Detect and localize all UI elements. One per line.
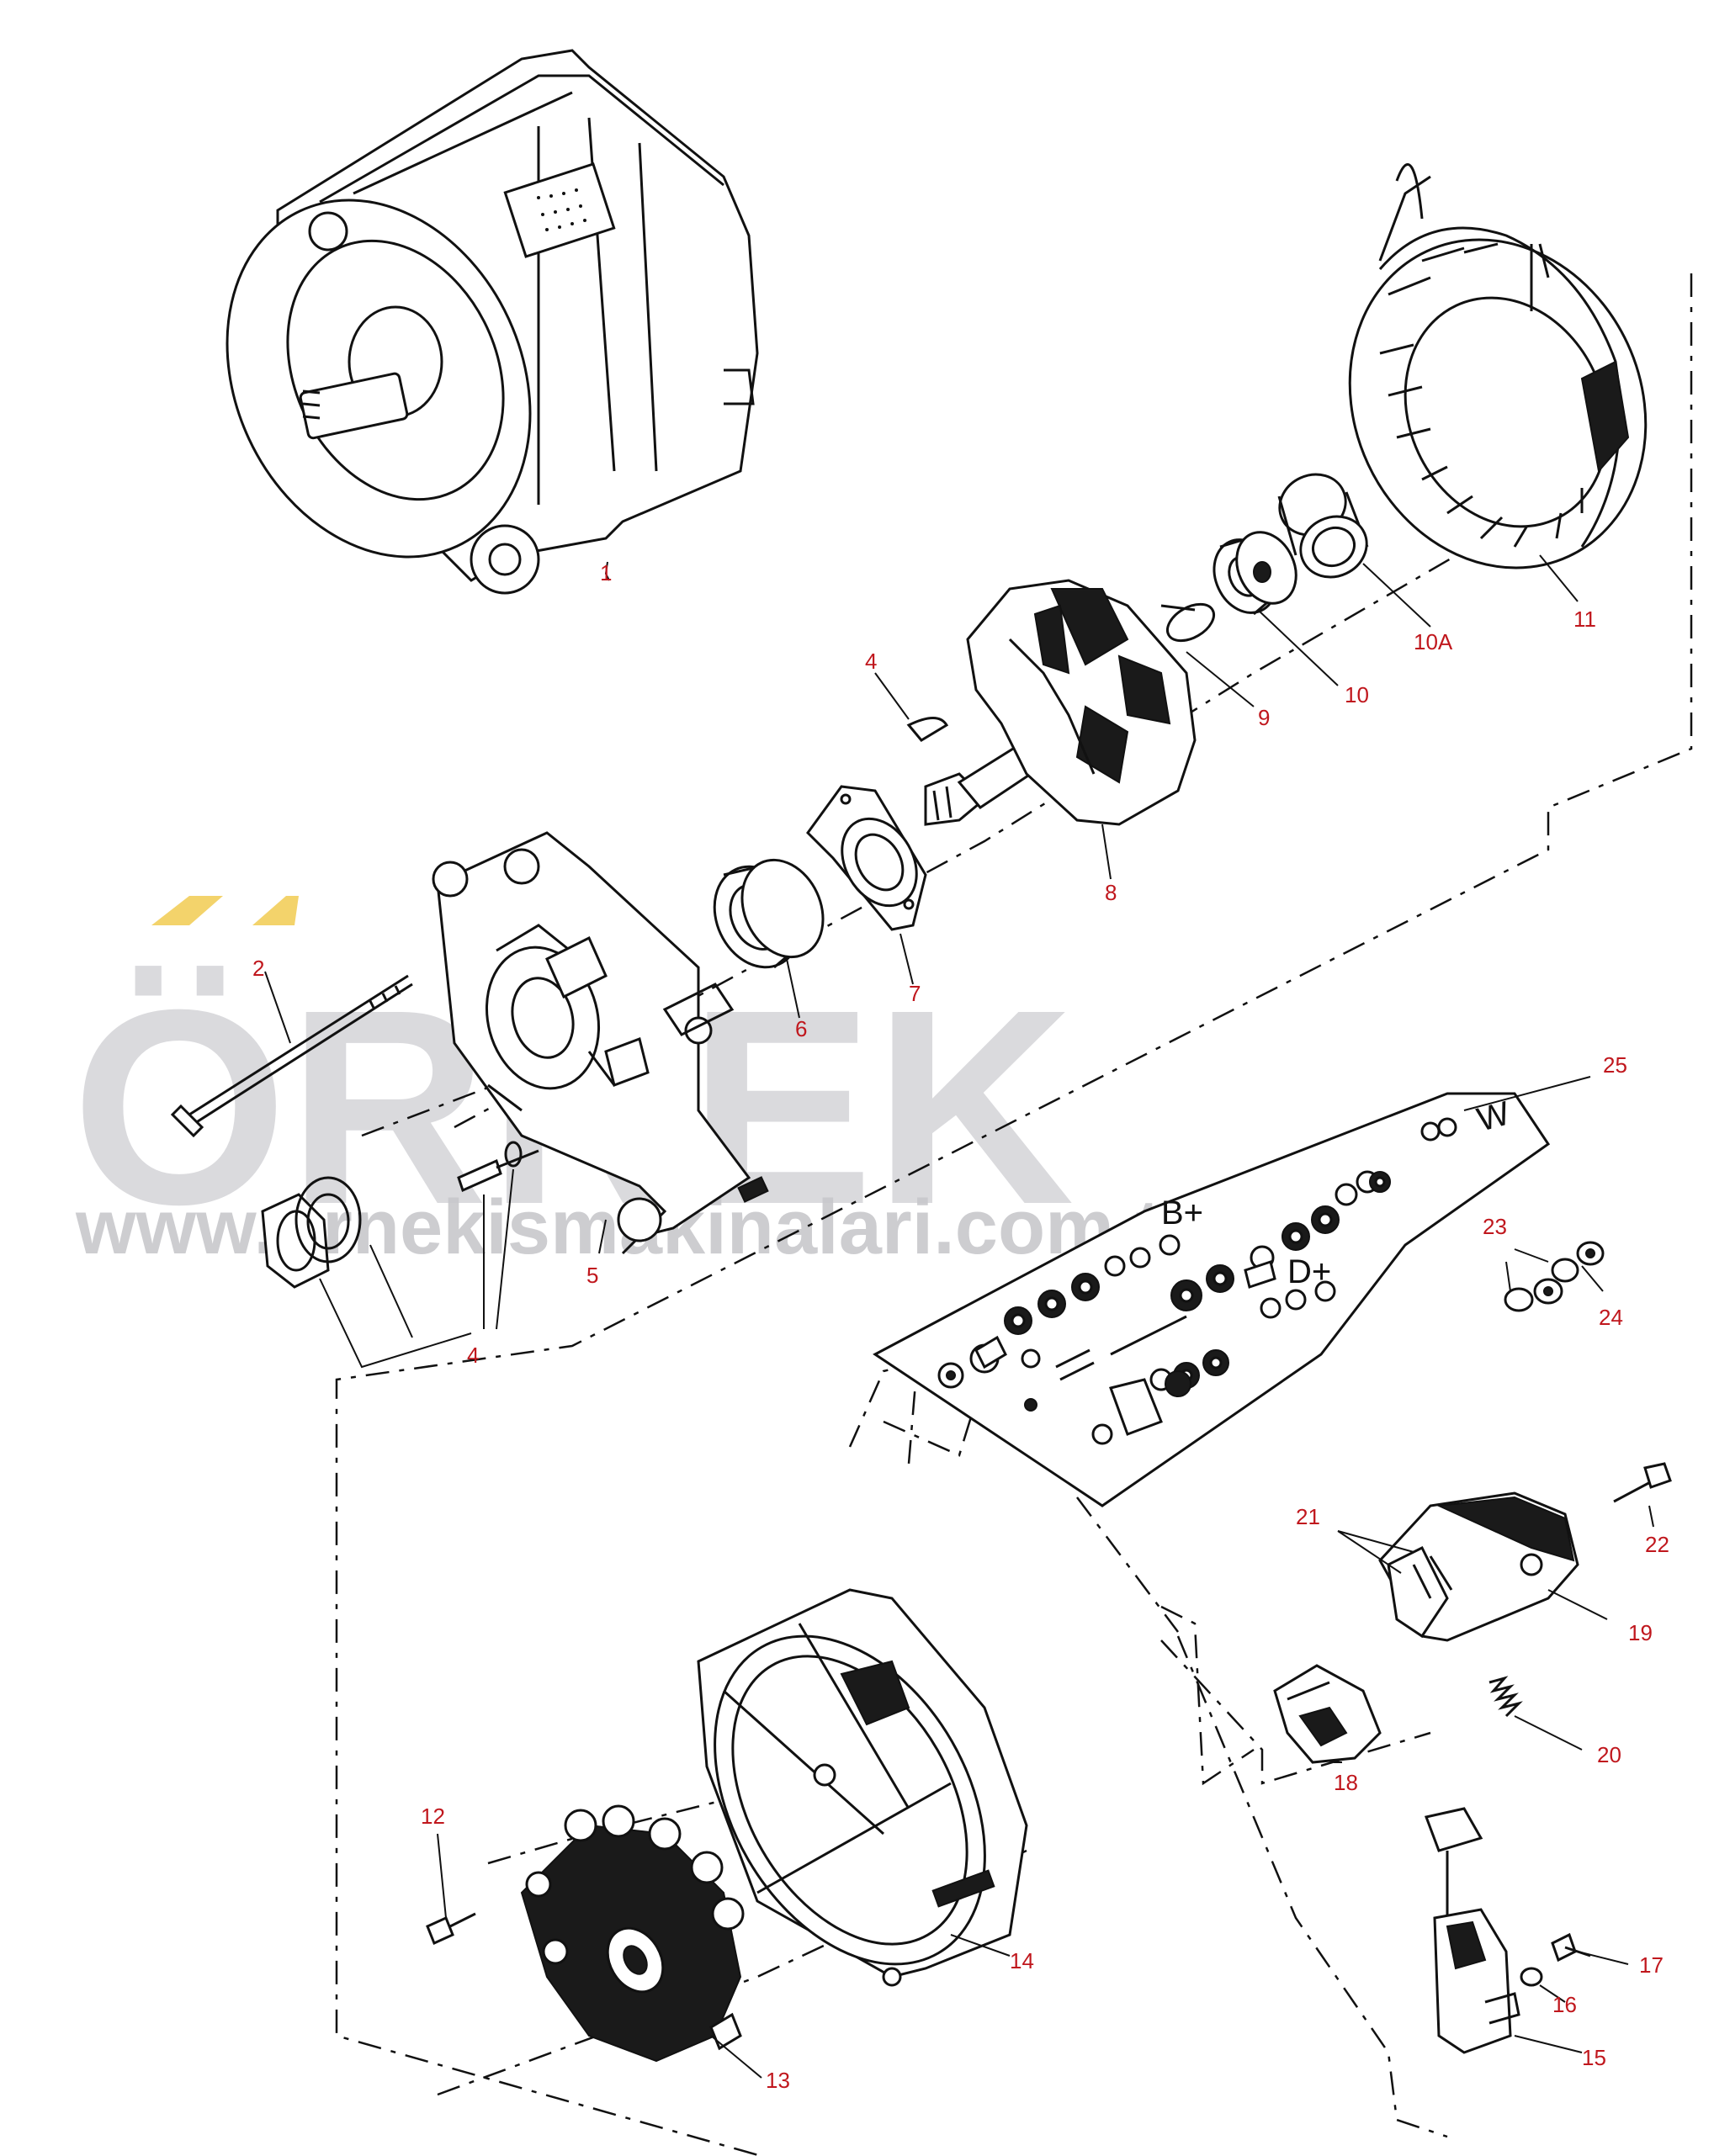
label-23: 23: [1483, 1214, 1507, 1239]
part-1-alternator-housing: [226, 49, 759, 595]
part-19-voltage-regulator: [1378, 1491, 1579, 1642]
terminal-b-plus: B+: [1161, 1195, 1203, 1232]
label-10: 10: [1345, 682, 1369, 707]
label-8: 8: [1105, 880, 1117, 905]
part-10-slip-ring-bearing: [1213, 531, 1297, 616]
label-13: 13: [766, 2068, 790, 2093]
label-2: 2: [252, 956, 264, 981]
label-10a: 10A: [1414, 629, 1453, 654]
part-2-through-bolt: [170, 974, 413, 1138]
label-7: 7: [909, 981, 921, 1006]
part-14-slip-ring-end-housing: [697, 1588, 1028, 1987]
part-16-washer: [1520, 1967, 1543, 1987]
label-18: 18: [1334, 1770, 1358, 1795]
label-21: 21: [1296, 1504, 1320, 1529]
part-5-drive-end-bracket: [432, 831, 769, 1255]
label-20: 20: [1597, 1742, 1621, 1767]
label-17: 17: [1639, 1952, 1664, 1978]
part-12-rectifier-screw: [426, 1912, 476, 1946]
label-15: 15: [1582, 2045, 1606, 2070]
watermark-accent-left: [151, 896, 223, 925]
label-5: 5: [586, 1263, 598, 1288]
label-6: 6: [795, 1016, 807, 1041]
part-4-woodruff-key: [906, 717, 949, 742]
watermark-accent-right: [252, 896, 299, 925]
part-23-24-washers-nuts: [1504, 1241, 1605, 1312]
label-11: 11: [1573, 607, 1596, 632]
part-20-brush-spring: [1488, 1676, 1523, 1718]
part-25-rectifier-board: B+ D+ W: [873, 1092, 1551, 1507]
label-19: 19: [1628, 1620, 1653, 1645]
part-17-screw: [1551, 1932, 1591, 1963]
label-4-lower: 4: [467, 1343, 479, 1368]
part-10a-bearing-sleeve: [1277, 473, 1369, 579]
part-4-hardware-set: [261, 1141, 539, 1289]
part-7-bearing-retainer-plate: [806, 785, 927, 931]
label-22: 22: [1645, 1532, 1669, 1557]
label-25: 25: [1603, 1052, 1627, 1078]
part-15-capacitor: [1424, 1807, 1520, 2054]
part-11-stator: [1348, 163, 1648, 569]
part-22-regulator-screw: [1613, 1462, 1672, 1503]
housing-label-dots: [537, 188, 586, 231]
part-8-rotor: [924, 579, 1215, 826]
part-6-drive-end-bearing: [713, 858, 825, 969]
label-14: 14: [1010, 1948, 1034, 1973]
label-4-upper: 4: [865, 649, 877, 674]
label-16: 16: [1552, 1992, 1577, 2017]
part-13-diode-rectifier: [520, 1804, 745, 2063]
label-9: 9: [1258, 705, 1270, 730]
part-18-brush-holder: [1273, 1664, 1382, 1764]
label-1: 1: [600, 560, 612, 585]
label-12: 12: [421, 1804, 445, 1829]
rectifier-diode-nubs: [525, 1804, 745, 1965]
label-24: 24: [1599, 1305, 1623, 1330]
